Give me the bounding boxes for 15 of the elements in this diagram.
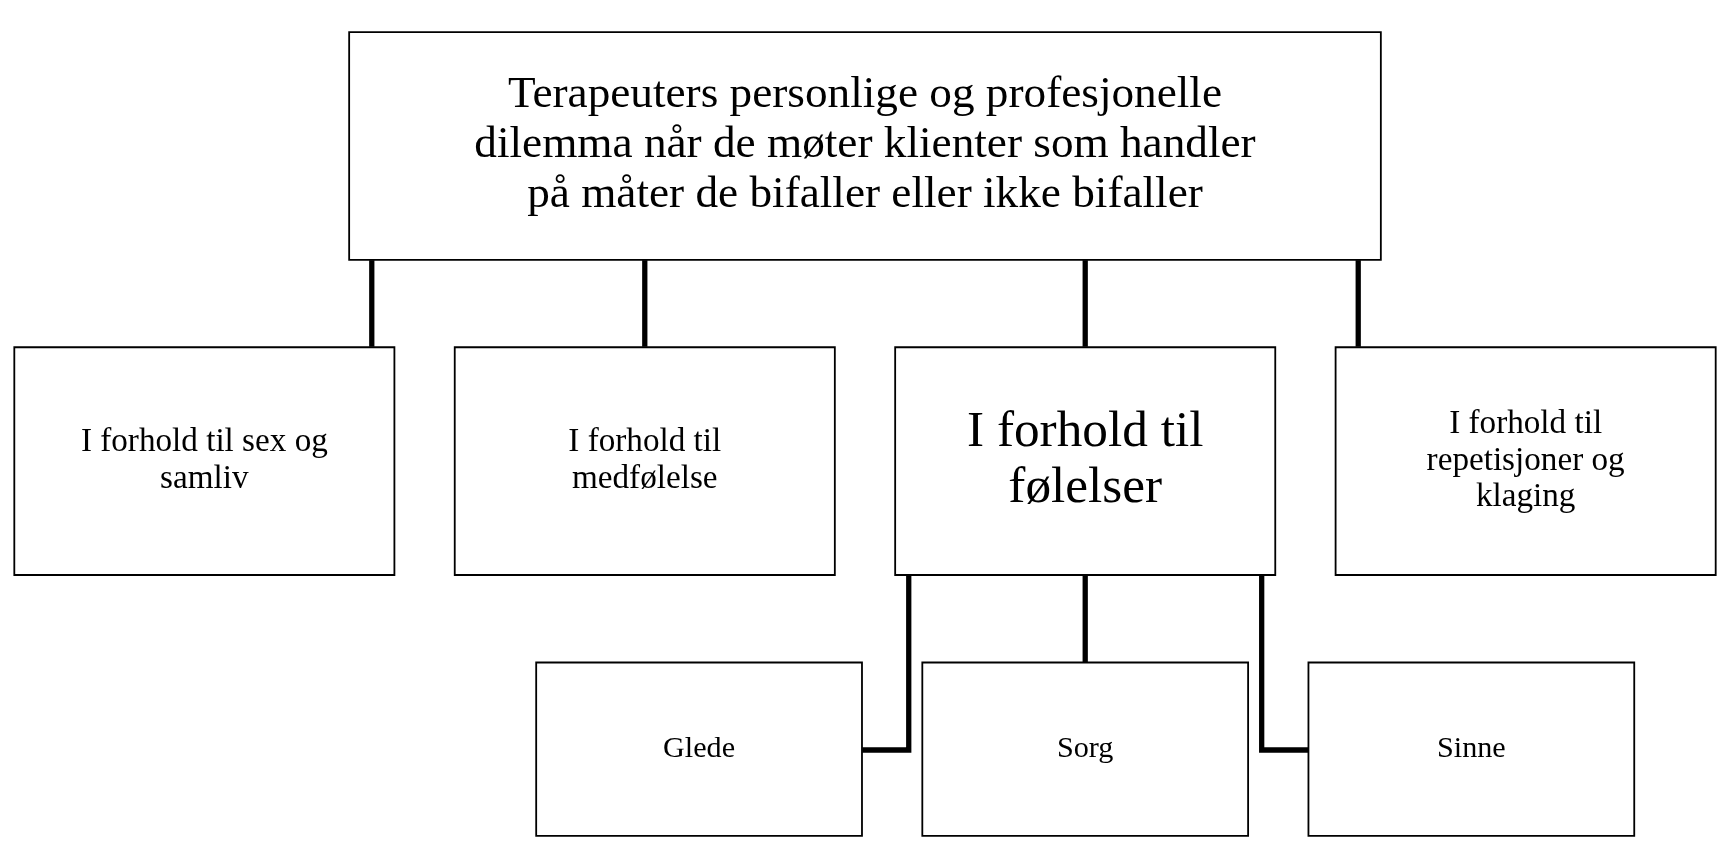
connector (642, 259, 648, 347)
node-box: I forhold til sex og samliv (13, 345, 396, 576)
connector (1082, 574, 1088, 662)
node-box: I forhold til følelser (894, 345, 1277, 576)
node-box: I forhold til medfølelse (453, 345, 836, 576)
connector (369, 259, 375, 347)
node-box: Glede (535, 661, 863, 837)
node-box: I forhold til repetisjoner og klaging (1334, 345, 1717, 576)
connector (1082, 259, 1088, 347)
node-box: Terapeuters personlige og profesjonelle dilemma når de møter klienter som handler på måter de bifaller eller ikke bifaller (348, 30, 1382, 261)
connector (862, 574, 912, 753)
connector (1355, 259, 1361, 347)
node-box: Sorg (921, 661, 1249, 837)
node-box: Sinne (1307, 661, 1636, 837)
connector (1259, 574, 1309, 753)
